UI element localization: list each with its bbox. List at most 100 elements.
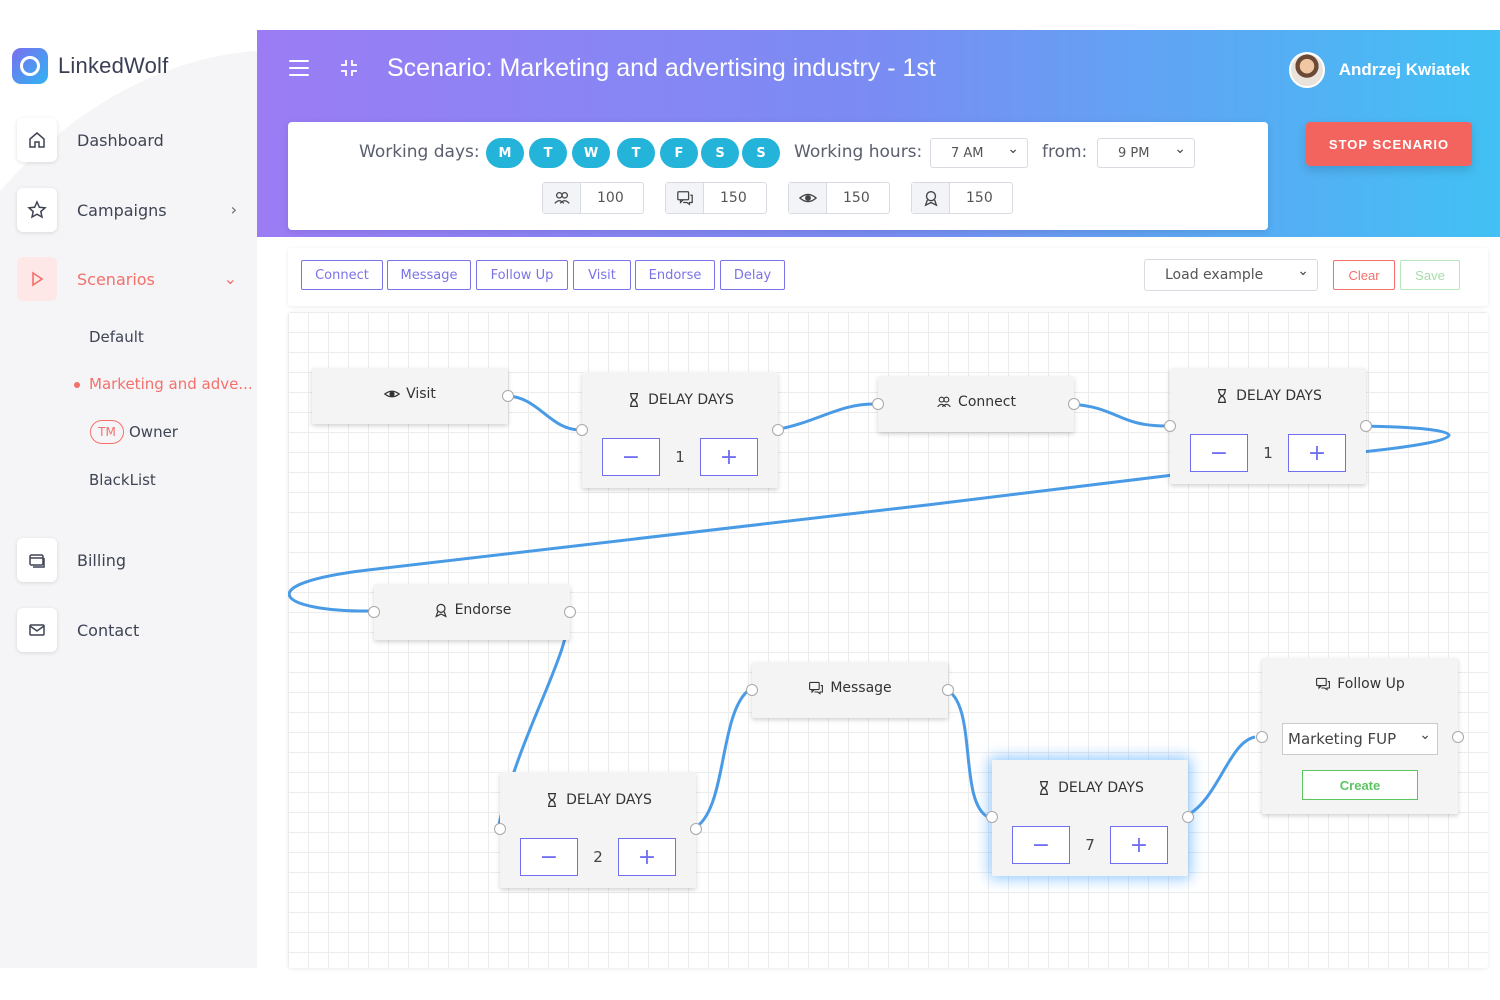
chevron-down-icon: ⌄ (223, 269, 237, 288)
sidebar-item-label: Campaigns (77, 200, 167, 220)
add-visit-button[interactable]: Visit (573, 260, 631, 290)
node-visit[interactable]: Visit (312, 368, 514, 424)
sidebar-item-dashboard[interactable]: Dashboard (17, 118, 247, 162)
node-label: Endorse (454, 602, 512, 618)
users-icon (543, 183, 581, 213)
output-port[interactable] (1182, 811, 1194, 823)
sidebar-sub-blacklist[interactable]: BlackList (89, 471, 156, 489)
day-toggle-tue[interactable]: T (529, 138, 567, 168)
node-title: DELAY DAYS (992, 780, 1188, 796)
clear-button[interactable]: Clear (1333, 260, 1395, 290)
output-port[interactable] (1452, 731, 1464, 743)
node-title: DELAY DAYS (1170, 388, 1366, 404)
node-delay-days-3[interactable]: DELAY DAYS − 2 + (494, 772, 702, 888)
node-delay-days-2[interactable]: DELAY DAYS − 1 + (1164, 368, 1372, 484)
output-port[interactable] (502, 390, 514, 402)
output-port[interactable] (690, 823, 702, 835)
output-port[interactable] (772, 424, 784, 436)
node-message[interactable]: Message (746, 662, 954, 718)
input-port[interactable] (1164, 420, 1176, 432)
node-delay-days-1[interactable]: DELAY DAYS − 1 + (576, 372, 784, 488)
wire-delay3-message (692, 687, 751, 831)
connect-limit-input[interactable]: 100 (597, 190, 624, 206)
node-delay-days-4[interactable]: DELAY DAYS − 7 + (986, 760, 1194, 876)
app-logo[interactable]: LinkedWolf (12, 48, 168, 84)
add-message-button[interactable]: Message (387, 260, 471, 290)
sidebar-sub-owner[interactable]: Owner (129, 423, 178, 441)
save-button[interactable]: Save (1400, 260, 1460, 290)
output-port[interactable] (1360, 420, 1372, 432)
add-follow-up-button[interactable]: Follow Up (476, 260, 568, 290)
delay-value[interactable]: 1 (1248, 434, 1288, 472)
node-connect[interactable]: Connect (872, 376, 1080, 432)
input-port[interactable] (368, 606, 380, 618)
sidebar-item-billing[interactable]: Billing (17, 538, 247, 582)
hours-end-select[interactable]: 9 PM (1097, 138, 1195, 168)
day-toggle-thu[interactable]: T (617, 138, 655, 168)
increment-button[interactable]: + (1110, 826, 1168, 864)
connect-limit: 100 (542, 182, 644, 214)
badge-icon (912, 183, 950, 213)
sidebar-item-campaigns[interactable]: Campaigns › (17, 188, 247, 232)
flow-canvas[interactable]: Visit DELAY DAYS − 1 + Connect (288, 312, 1488, 968)
input-port[interactable] (1256, 731, 1268, 743)
node-label: DELAY DAYS (566, 792, 652, 808)
hours-start-select[interactable]: 7 AM (930, 138, 1028, 168)
input-port[interactable] (494, 823, 506, 835)
visit-limit-input[interactable]: 150 (843, 190, 870, 206)
input-port[interactable] (576, 424, 588, 436)
decrement-button[interactable]: − (602, 438, 660, 476)
user-menu[interactable]: Andrzej Kwiatek (1288, 52, 1470, 88)
badge-icon (434, 603, 447, 618)
output-port[interactable] (1068, 398, 1080, 410)
follow-up-template-select[interactable]: Marketing FUP (1282, 723, 1438, 755)
day-toggle-sun[interactable]: S (742, 138, 780, 168)
increment-button[interactable]: + (700, 438, 758, 476)
sidebar-sub-marketing[interactable]: Marketing and adve... (89, 375, 253, 393)
delay-value[interactable]: 7 (1070, 826, 1110, 864)
menu-icon[interactable] (289, 60, 309, 76)
node-follow-up[interactable]: Follow Up Marketing FUP Create (1256, 658, 1464, 814)
node-endorse[interactable]: Endorse (368, 584, 576, 640)
load-example-select[interactable]: Load example (1144, 259, 1318, 291)
node-label: Follow Up (1337, 676, 1405, 692)
sidebar-item-contact[interactable]: Contact (17, 608, 247, 652)
wire-connect-delay2 (1069, 402, 1167, 428)
chat-icon (809, 681, 824, 695)
day-toggle-sat[interactable]: S (701, 138, 739, 168)
add-endorse-button[interactable]: Endorse (635, 260, 715, 290)
decrement-button[interactable]: − (520, 838, 578, 876)
message-limit-input[interactable]: 150 (720, 190, 747, 206)
create-template-button[interactable]: Create (1302, 770, 1418, 800)
delay-value[interactable]: 1 (660, 438, 700, 476)
increment-button[interactable]: + (1288, 434, 1346, 472)
card-icon (17, 538, 57, 582)
output-port[interactable] (564, 606, 576, 618)
endorse-limit-input[interactable]: 150 (966, 190, 993, 206)
delay-value[interactable]: 2 (578, 838, 618, 876)
chevron-right-icon: › (230, 200, 237, 219)
compress-icon[interactable] (339, 58, 359, 78)
input-port[interactable] (872, 398, 884, 410)
node-title: Endorse (374, 602, 570, 618)
input-port[interactable] (986, 811, 998, 823)
add-delay-button[interactable]: Delay (720, 260, 785, 290)
day-toggle-mon[interactable]: M (486, 138, 524, 168)
eye-icon (789, 183, 827, 213)
scenario-settings-card: Working days: M T W T F S S Working hour… (288, 122, 1268, 230)
app-name: LinkedWolf (58, 53, 169, 78)
input-port[interactable] (746, 684, 758, 696)
increment-button[interactable]: + (618, 838, 676, 876)
sidebar-item-scenarios[interactable]: Scenarios ⌄ (17, 257, 247, 301)
node-label: Connect (958, 394, 1016, 410)
decrement-button[interactable]: − (1012, 826, 1070, 864)
add-connect-button[interactable]: Connect (301, 260, 383, 290)
output-port[interactable] (942, 684, 954, 696)
stop-scenario-button[interactable]: STOP SCENARIO (1306, 122, 1472, 166)
day-toggle-fri[interactable]: F (660, 138, 698, 168)
node-title: Connect (878, 394, 1074, 410)
sidebar-sub-default[interactable]: Default (89, 328, 144, 346)
decrement-button[interactable]: − (1190, 434, 1248, 472)
day-toggle-wed[interactable]: W (572, 138, 610, 168)
avatar (1288, 52, 1325, 88)
